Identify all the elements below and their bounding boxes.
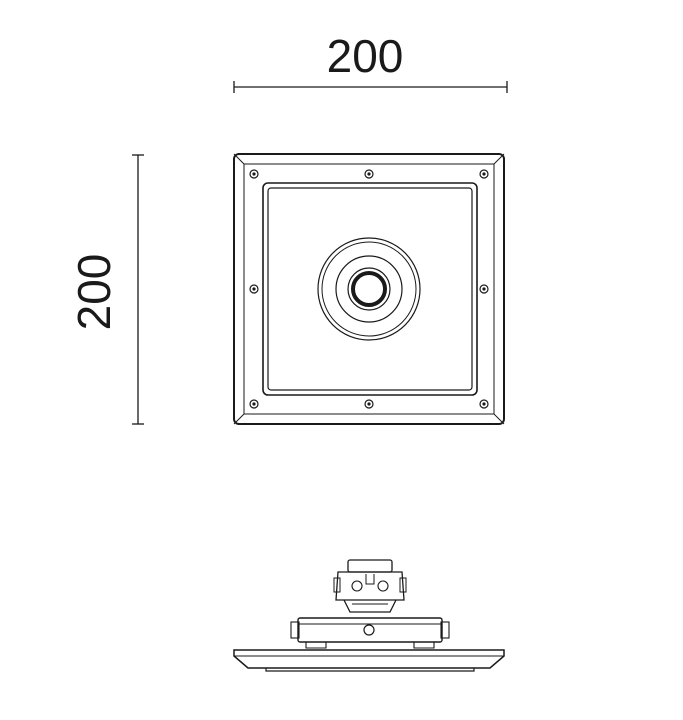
- screw-icon: [364, 169, 374, 179]
- width-dimension-label: 200: [327, 30, 404, 82]
- height-dimension: 200: [68, 154, 144, 425]
- screw-icon: [249, 399, 259, 409]
- mount-hole: [351, 271, 387, 307]
- connector-tab-right: [399, 577, 407, 593]
- connector-neck: [343, 599, 397, 613]
- screw-icon: [249, 284, 259, 294]
- connector-tab-left: [333, 577, 341, 593]
- height-dimension-label: 200: [68, 254, 120, 331]
- connector-screw-left-icon: [351, 580, 363, 592]
- housing-bracket: [297, 617, 443, 643]
- connector-notch: [365, 574, 375, 585]
- screw-icon: [479, 399, 489, 409]
- mount-ring-second: [321, 241, 417, 337]
- bracket-tab-right: [440, 621, 450, 639]
- mount-ring-fourth: [347, 267, 391, 311]
- inner-panel-outer: [262, 182, 478, 396]
- mount-ring-outer: [317, 237, 421, 341]
- frame-bevel: [233, 153, 505, 425]
- screw-icon: [479, 169, 489, 179]
- screws: [249, 169, 489, 409]
- connector-screw-right-icon: [377, 580, 389, 592]
- central-mount: [317, 237, 421, 341]
- connector-body: [335, 571, 405, 601]
- outer-frame: [233, 153, 505, 425]
- inner-panel-inner: [267, 187, 473, 391]
- screw-icon: [479, 284, 489, 294]
- connector-cap: [347, 559, 393, 573]
- screw-icon: [249, 169, 259, 179]
- base-plate: [233, 649, 505, 669]
- mount-ring-third: [335, 255, 403, 323]
- diffuser-lip: [265, 668, 475, 672]
- top-view: [233, 153, 505, 425]
- side-view: [233, 559, 505, 672]
- screw-icon: [364, 399, 374, 409]
- bracket-screw-icon: [363, 624, 375, 636]
- bracket-feet: [305, 642, 435, 649]
- bracket-tab-left: [290, 621, 300, 639]
- width-dimension: 200: [233, 30, 508, 93]
